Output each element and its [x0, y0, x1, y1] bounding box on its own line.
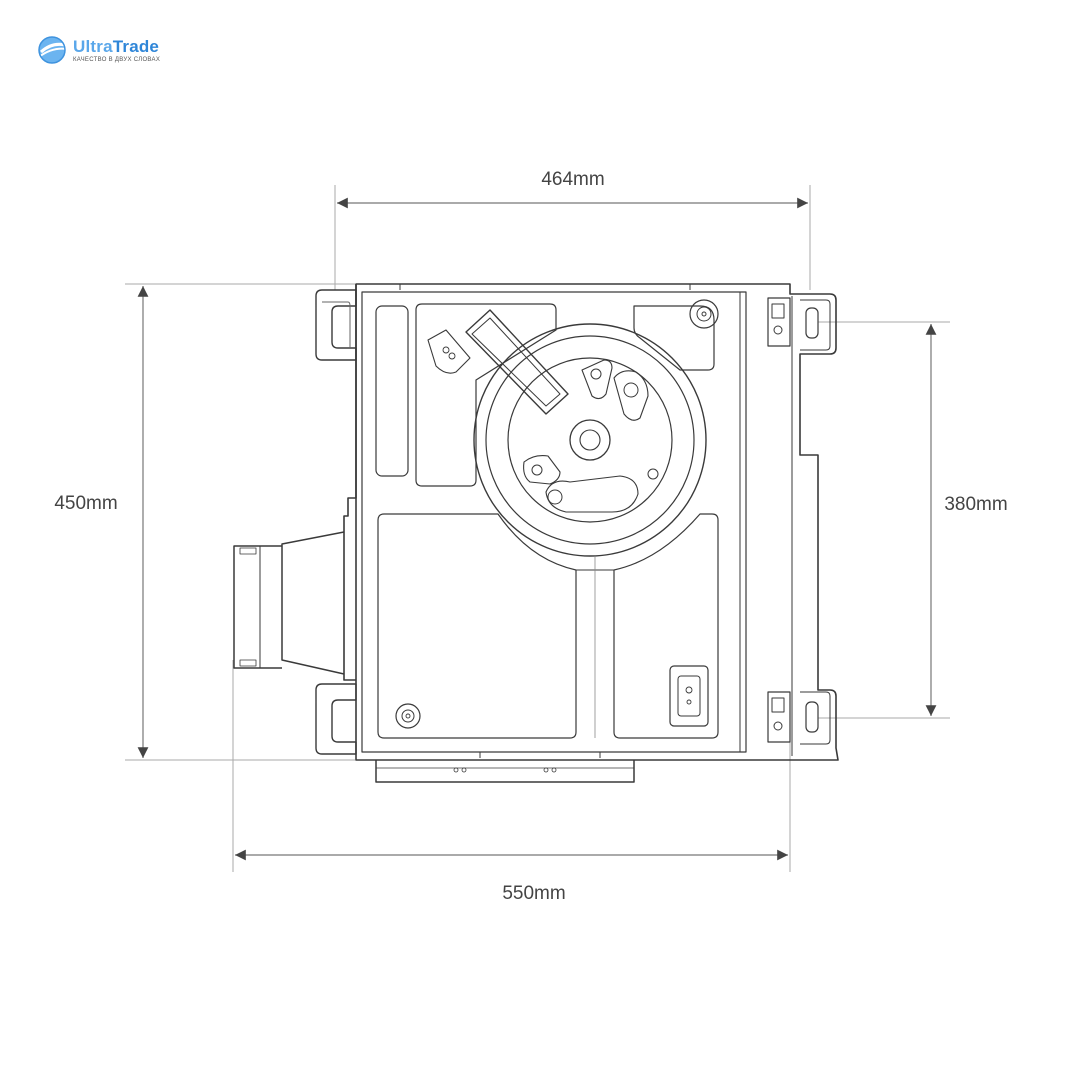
duct-outlet [281, 531, 345, 675]
mount-bracket-bottom-right [800, 691, 831, 745]
brand-name: UltraTrade [73, 36, 160, 56]
mount-bracket-top-left [315, 289, 357, 361]
mount-bracket-bottom-left [315, 683, 357, 755]
fan-outer-ring [473, 323, 707, 557]
brand-tagline: КАЧЕСТВО В ДВУХ СЛОВАХ [73, 56, 161, 63]
bottom-width-label: 550mm [502, 883, 565, 904]
extension-lines [125, 185, 950, 872]
unit-body [233, 283, 839, 783]
handle-slot [465, 309, 569, 415]
mount-bracket-top-right [800, 299, 831, 351]
top-width-label: 464mm [541, 169, 604, 190]
dimension-lines [137, 197, 937, 861]
right-height-label: 380mm [944, 494, 1007, 515]
globe-ring-icon [38, 36, 68, 64]
left-height-label: 450mm [54, 493, 117, 514]
brand-logo: UltraTrade КАЧЕСТВО В ДВУХ СЛОВАХ [36, 34, 160, 66]
drain-tray [375, 760, 635, 783]
